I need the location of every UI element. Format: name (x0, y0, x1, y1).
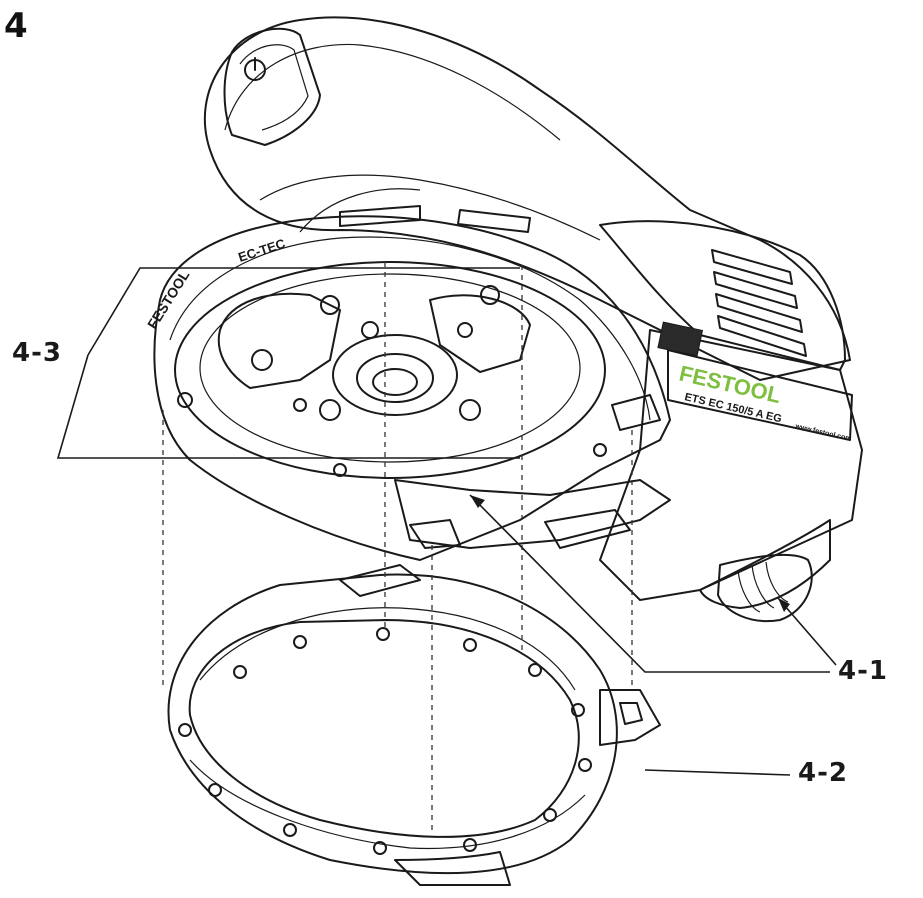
alignment-lines (162, 262, 633, 835)
front-latch (394, 394, 671, 549)
callout-4-1: 4-1 (838, 656, 888, 686)
leader-lines (56, 267, 837, 776)
protector-ring (167, 564, 661, 886)
sanding-pad-mount (174, 261, 607, 479)
sander-handle (203, 16, 851, 381)
lock-button (657, 321, 704, 357)
callout-4-2: 4-2 (798, 758, 848, 788)
figure-number: 4 (4, 6, 28, 46)
base-housing: FESTOOL EC-TEC (144, 205, 671, 561)
rim-brand-text: FESTOOL (144, 267, 193, 332)
power-switch (223, 27, 321, 146)
website-text: www.festool.com (794, 423, 852, 443)
ectec-text: EC-TEC (236, 235, 287, 264)
callout-4-3: 4-3 (12, 338, 62, 368)
air-vents (711, 249, 807, 357)
motor-housing (599, 220, 863, 623)
